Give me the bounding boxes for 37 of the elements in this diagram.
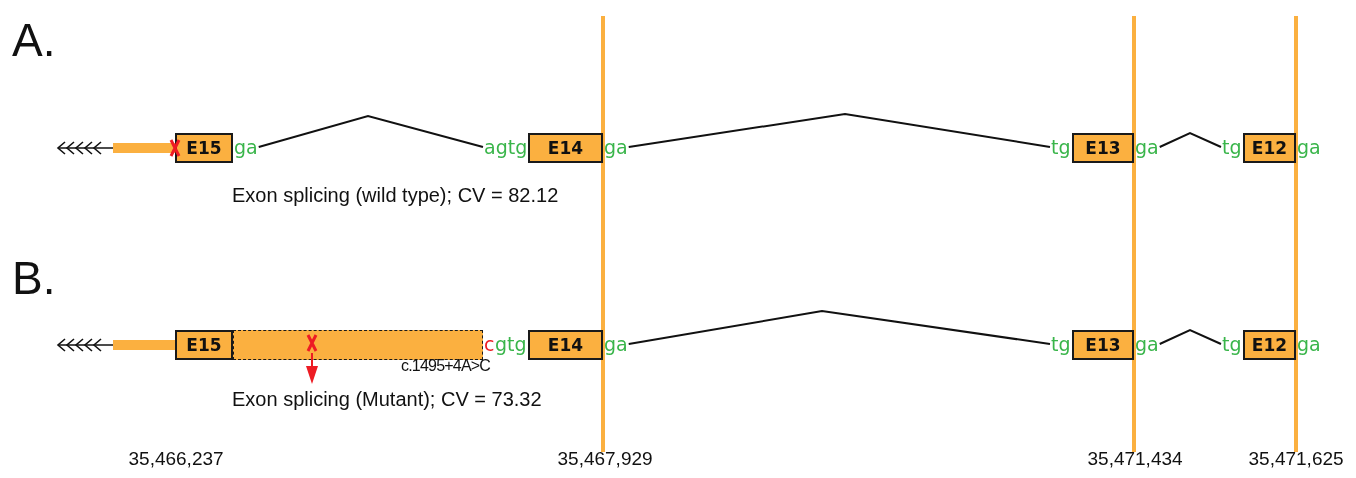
panel-label: B. xyxy=(12,252,56,305)
splice-site-sequence: ga xyxy=(604,333,628,355)
caption-text: Exon splicing (Mutant); CV = 73.32 xyxy=(232,388,542,411)
splice-site-sequence: ga xyxy=(1135,333,1159,355)
exon-box: E12 xyxy=(1243,133,1296,163)
panel-label: A. xyxy=(12,14,56,67)
splice-site-sequence: ga xyxy=(1135,136,1159,158)
splice-site-sequence: tg xyxy=(1222,333,1242,355)
retained-intron-box xyxy=(233,330,483,360)
splice-site-sequence: ga xyxy=(604,136,628,158)
exon-box: E15 xyxy=(175,330,233,360)
splice-site-sequence: c xyxy=(484,333,495,355)
exon-box: E13 xyxy=(1072,133,1134,163)
variant-label: c.1495+4A>C xyxy=(401,357,491,376)
splice-site-sequence: tg xyxy=(1222,136,1242,158)
exon-box: E12 xyxy=(1243,330,1296,360)
splice-connector xyxy=(257,114,484,148)
coordinate-label: 35,467,929 xyxy=(557,448,653,470)
splice-site-sequence: tg xyxy=(1051,333,1071,355)
coordinate-label: 35,471,625 xyxy=(1248,448,1344,470)
splice-site-sequence: ga xyxy=(234,136,258,158)
splice-site-sequence: agtg xyxy=(484,136,528,158)
splice-site-sequence: ga xyxy=(1297,136,1321,158)
splice-connector xyxy=(1158,328,1222,345)
splice-site-sequence: gtg xyxy=(495,333,527,355)
caption-text: Exon splicing (wild type); CV = 82.12 xyxy=(232,184,559,207)
coordinate-label: 35,466,237 xyxy=(128,448,224,470)
exon-box: E14 xyxy=(528,133,603,163)
splice-site-sequence: ga xyxy=(1297,333,1321,355)
coordinate-label: 35,471,434 xyxy=(1087,448,1183,470)
splice-connector xyxy=(1158,131,1222,148)
splice-connector xyxy=(627,310,1051,345)
exon-box: E14 xyxy=(528,330,603,360)
splice-site-sequence: tg xyxy=(1051,136,1071,158)
exon-box: E15 xyxy=(175,133,233,163)
splice-connector xyxy=(627,113,1051,148)
exon-box: E13 xyxy=(1072,330,1134,360)
